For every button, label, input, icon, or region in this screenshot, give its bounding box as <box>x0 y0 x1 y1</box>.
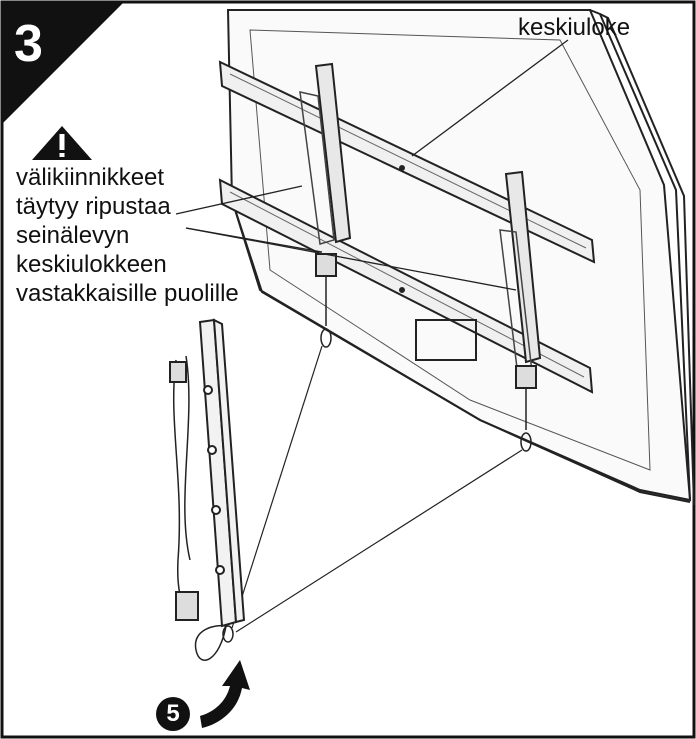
warning-line: täytyy ripustaa <box>16 193 171 220</box>
leader-lines <box>175 39 569 291</box>
tv-panel <box>226 9 695 506</box>
guide-lines <box>231 345 523 633</box>
curved-arrow-icon <box>200 660 250 728</box>
warning-line: seinälevyn <box>16 222 130 249</box>
warning-line: vastakkaisille puolille <box>16 280 239 307</box>
cords <box>320 276 532 452</box>
spacer-bracket <box>169 318 246 661</box>
step-number: 3 <box>14 15 43 73</box>
sub-step-badge: 5 <box>156 697 190 731</box>
tv-brackets <box>299 62 542 377</box>
warning-text: välikiinnikkeet täytyy ripustaa seinälev… <box>16 163 239 308</box>
warning-line: keskiulokkeen <box>16 251 167 278</box>
warning-triangle-icon <box>32 126 92 160</box>
wall-plate <box>218 60 596 394</box>
step-corner <box>2 2 124 124</box>
center-mark-label: keskiuloke <box>518 14 631 41</box>
warning-line: välikiinnikkeet <box>16 164 165 191</box>
